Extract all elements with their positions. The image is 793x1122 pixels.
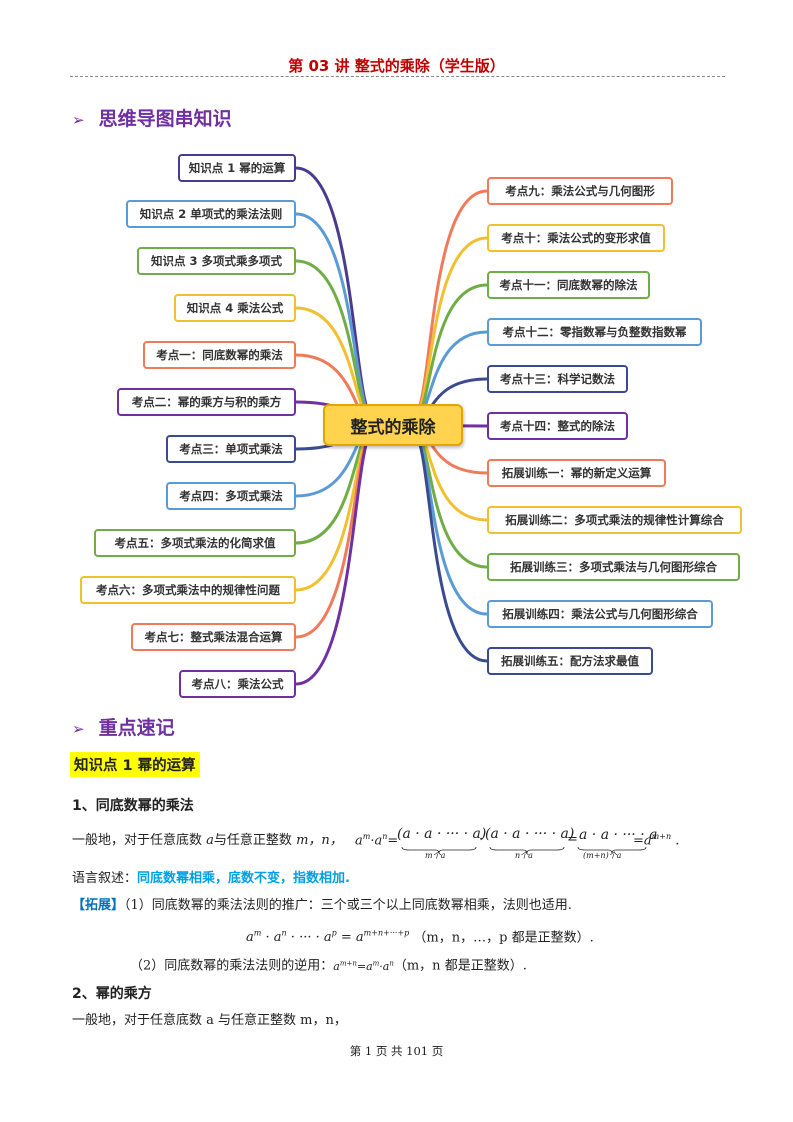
mindmap-node: 考点十四：整式的除法 (487, 412, 628, 440)
rule-statement: 一般地，对于任意底数 a 与任意正整数 m，n， (72, 1013, 347, 1028)
mindmap-node: 拓展训练一：幂的新定义运算 (487, 459, 666, 487)
mindmap-node: 考点十三：科学记数法 (487, 365, 628, 393)
section-heading-text: 思维导图串知识 (98, 108, 232, 130)
extension-item-2: （2）同底数幂的乘法法则的逆用：am+n=am·an（m，n 都是正整数）. (130, 958, 527, 974)
section-heading-notes: ➢ 重点速记 (72, 713, 175, 740)
rule-statement: 一般地，对于任意底数 a与任意正整数 m，n， (72, 833, 343, 848)
highlighted-rule: 同底数幂相乘，底数不变，指数相加. (137, 871, 350, 886)
header-divider (70, 76, 725, 77)
mindmap-node: 考点九：乘法公式与几何图形 (487, 177, 673, 205)
mindmap-node: 考点七：整式乘法混合运算 (131, 623, 296, 651)
language-statement: 语言叙述：同底数幂相乘，底数不变，指数相加. (72, 871, 350, 886)
mindmap-node: 考点十二：零指数幂与负整数指数幂 (487, 318, 702, 346)
extension-label: 【拓展】 (72, 898, 125, 913)
mindmap-node: 拓展训练二：多项式乘法的规律性计算综合 (487, 506, 742, 534)
extension-item-1: 【拓展】（1）同底数幂的乘法法则的推广：三个或三个以上同底数幂相乘，法则也适用. (72, 898, 572, 913)
page-footer: 第 1 页 共 101 页 (349, 1044, 444, 1058)
mindmap-node: 知识点 2 单项式的乘法法则 (126, 200, 296, 228)
mindmap-node: 考点二：幂的乘方与积的乘方 (117, 388, 296, 416)
mindmap-node: 考点三：单项式乘法 (166, 435, 296, 463)
chevron-right-icon: ➢ (72, 111, 85, 129)
mindmap-node: 考点六：多项式乘法中的规律性问题 (80, 576, 296, 604)
mindmap: 整式的乘除 知识点 1 幂的运算知识点 2 单项式的乘法法则知识点 3 多项式乘… (80, 154, 742, 698)
mindmap-node: 知识点 4 乘法公式 (174, 294, 296, 322)
chevron-right-icon: ➢ (72, 720, 85, 738)
mindmap-node: 拓展训练三：多项式乘法与几何图形综合 (487, 553, 740, 581)
page-header-title: 第 03 讲 整式的乘除（学生版） (288, 57, 505, 75)
mindmap-node: 考点一：同底数幂的乘法 (143, 341, 296, 369)
subsection-title: 1、同底数幂的乘法 (72, 798, 194, 814)
formula-generalized: am · an · ··· · ap = am+n+···+p （m，n，…，p… (246, 929, 594, 946)
formula-product-rule: am·an= (a · a · ··· · a) m个a · (a · a · … (355, 826, 680, 860)
section-heading-mindmap: ➢ 思维导图串知识 (72, 104, 232, 131)
mindmap-node: 拓展训练四：乘法公式与几何图形综合 (487, 600, 713, 628)
underbrace-icon (489, 846, 565, 854)
mindmap-center-node: 整式的乘除 (323, 404, 463, 446)
mindmap-node: 考点十：乘法公式的变形求值 (487, 224, 665, 252)
mindmap-node: 考点五：多项式乘法的化简求值 (94, 529, 296, 557)
underbrace-icon (577, 846, 647, 854)
mindmap-node: 考点十一：同底数幂的除法 (487, 271, 650, 299)
mindmap-node: 知识点 3 多项式乘多项式 (137, 247, 296, 275)
mindmap-node: 知识点 1 幂的运算 (178, 154, 296, 182)
subsection-title: 2、幂的乘方 (72, 986, 152, 1002)
section-heading-text: 重点速记 (98, 717, 175, 739)
underbrace-icon (401, 846, 477, 854)
mindmap-node: 考点八：乘法公式 (179, 670, 296, 698)
knowledge-point-title: 知识点 1 幂的运算 (70, 752, 200, 777)
mindmap-node: 考点四：多项式乘法 (166, 482, 296, 510)
mindmap-node: 拓展训练五：配方法求最值 (487, 647, 653, 675)
